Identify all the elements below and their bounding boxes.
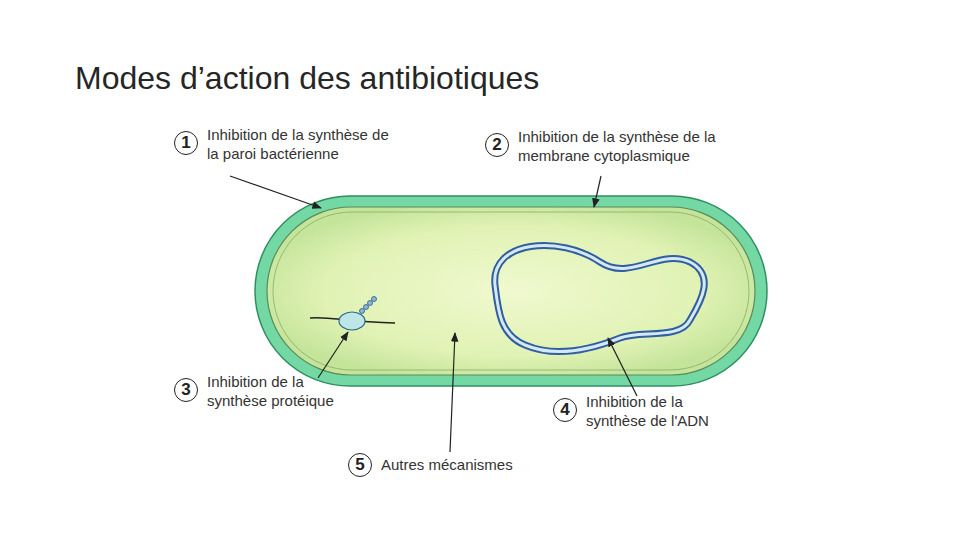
dna-loop-inner xyxy=(495,245,705,351)
leader-arrow xyxy=(450,333,455,452)
peptide-chain xyxy=(360,297,377,314)
callout-number: 2 xyxy=(486,134,508,156)
cytoplasmic-membrane xyxy=(273,212,749,370)
callout-circle: 4Inhibition de la synthèse de l'ADN xyxy=(553,398,577,422)
callout-label: Inhibition de la synthèse de la membrane… xyxy=(518,127,743,165)
callout-circle: 5Autres mécanismes xyxy=(348,453,372,477)
leader-arrow xyxy=(318,332,348,378)
callout-number: 4 xyxy=(554,399,576,421)
callout-circle: 1Inhibition de la synthèse de la paroi b… xyxy=(174,131,198,155)
callout-circle: 2Inhibition de la synthèse de la membran… xyxy=(485,133,509,157)
callout-number: 5 xyxy=(349,454,371,476)
slide-title: Modes d’action des antibiotiques xyxy=(75,60,539,97)
dna-loop xyxy=(495,245,705,351)
leader-arrow xyxy=(608,338,637,396)
callout-circle: 3Inhibition de la synthèse protéique xyxy=(174,378,198,402)
callout-label: Inhibition de la synthèse protéique xyxy=(207,372,347,410)
ribosome xyxy=(339,312,365,330)
leader-arrow xyxy=(594,176,601,207)
callout-label: Inhibition de la synthèse de la paroi ba… xyxy=(207,125,389,163)
leader-arrows xyxy=(230,176,637,452)
cytoplasm xyxy=(267,207,755,375)
callout-number: 3 xyxy=(175,379,197,401)
callout-number: 1 xyxy=(175,132,197,154)
callout-label: Autres mécanismes xyxy=(381,455,581,474)
cell-wall xyxy=(255,196,767,386)
callout-label: Inhibition de la synthèse de l'ADN xyxy=(586,392,726,430)
leader-arrow xyxy=(230,176,321,208)
